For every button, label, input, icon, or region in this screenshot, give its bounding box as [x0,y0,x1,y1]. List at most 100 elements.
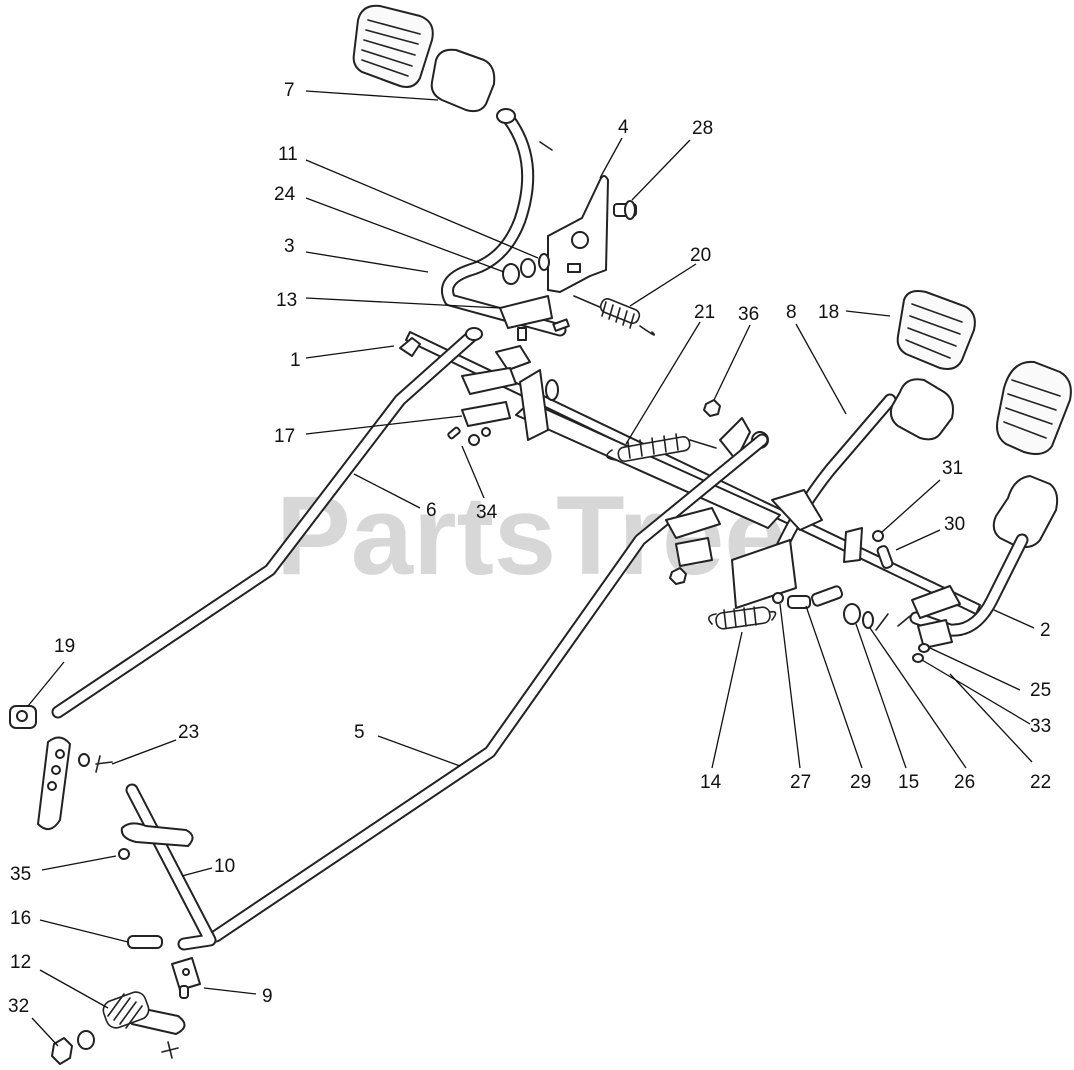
callout-33: 33 [1030,716,1051,737]
lever-bracket [731,539,797,609]
leader-lines [27,90,1035,1047]
pedal-tread-pad-7 [352,4,434,88]
pin [897,615,911,627]
pedal-arm-2 [909,533,1029,637]
bushing-11 [538,253,550,271]
callout-1: 1 [290,350,301,371]
pedal-tread-right [996,360,1072,455]
callout-31: 31 [942,458,963,479]
callout-25: 25 [1030,680,1051,701]
callout-28: 28 [692,118,713,139]
callout-16: 16 [10,908,31,929]
callout-5: 5 [354,722,365,743]
callout-10: 10 [214,856,235,877]
pedal-pad-8 [889,378,954,441]
shaft-collar [771,489,823,531]
spring-20 [573,295,656,336]
callout-13: 13 [276,290,297,311]
pivot-plate [843,527,863,563]
cross-shaft [399,331,981,615]
pin-34 [447,426,461,440]
pedal-arm-3 [441,108,567,337]
callout-18: 18 [818,302,839,323]
pivot-bracket [519,369,549,441]
washer-26 [862,611,874,629]
callout-6: 6 [426,500,437,521]
callout-23: 23 [178,722,199,743]
nut [669,567,687,585]
callout-3: 3 [284,236,295,257]
rod-10 [125,783,217,951]
callout-17: 17 [274,426,295,447]
nut-35 [118,848,130,860]
bolt-29 [787,595,811,609]
callout-21: 21 [694,302,715,323]
link-plate [37,736,71,831]
callout-12: 12 [10,952,31,973]
callout-19: 19 [54,636,75,657]
washer [502,263,520,285]
sleeve-16 [127,935,163,949]
callout-11: 11 [278,144,298,165]
cotter-pin [161,1041,179,1059]
roll-pin [539,141,553,151]
callout-26: 26 [954,772,975,793]
callout-7: 7 [284,80,295,101]
spring-14 [708,606,777,630]
rod-6 [51,327,483,719]
mount-bracket [495,345,531,371]
callout-34: 34 [476,502,498,523]
mount-bracket-17 [461,401,511,427]
callout-29: 29 [850,772,871,793]
pedal-tread-18 [896,290,976,370]
callout-27: 27 [790,772,811,793]
pin [517,327,527,341]
pivot-bracket-right [719,417,751,461]
callout-35: 35 [10,864,31,885]
washer [77,1030,95,1050]
callout-4: 4 [618,117,629,138]
mount-bracket [461,367,517,395]
washer [78,753,90,767]
callout-8: 8 [786,302,797,323]
callout-36: 36 [738,304,759,325]
callout-32: 32 [8,996,29,1017]
cotter-pin [875,613,889,631]
callout-30: 30 [944,514,965,535]
bushing [810,585,844,607]
pivot-boss [545,379,559,401]
rod-5 [209,433,769,943]
callout-labels: 7 4 28 11 24 3 13 20 21 36 8 18 1 17 6 3… [8,80,1051,1017]
shoulder-bolt-28 [613,200,637,220]
washer-15 [843,603,861,625]
bracket-hole [571,231,589,249]
callout-14: 14 [700,772,722,793]
pin [552,318,570,332]
callout-20: 20 [690,245,711,266]
washer-24 [520,258,536,278]
callout-15: 15 [898,772,919,793]
mount-plate [675,537,713,567]
nut-36 [703,399,721,417]
nut [468,434,480,446]
mount-plate [665,507,721,539]
ferrule-19 [9,705,37,729]
pedal-bracket-2 [917,619,953,649]
callout-22: 22 [1030,772,1051,793]
plate-13 [499,295,553,329]
lever-plate [120,822,194,847]
washer-25 [918,643,930,653]
spring-lever-12 [102,991,186,1035]
nut-33 [912,653,924,663]
bracket-slot [567,263,581,273]
nut [481,427,491,437]
washer-27 [772,592,784,604]
callout-2: 2 [1040,620,1051,641]
cotter-pin-23 [95,755,113,773]
callout-9: 9 [262,986,273,1007]
callout-24: 24 [274,184,296,205]
spring-21 [606,433,717,462]
pedal-bracket-2 [911,585,961,619]
